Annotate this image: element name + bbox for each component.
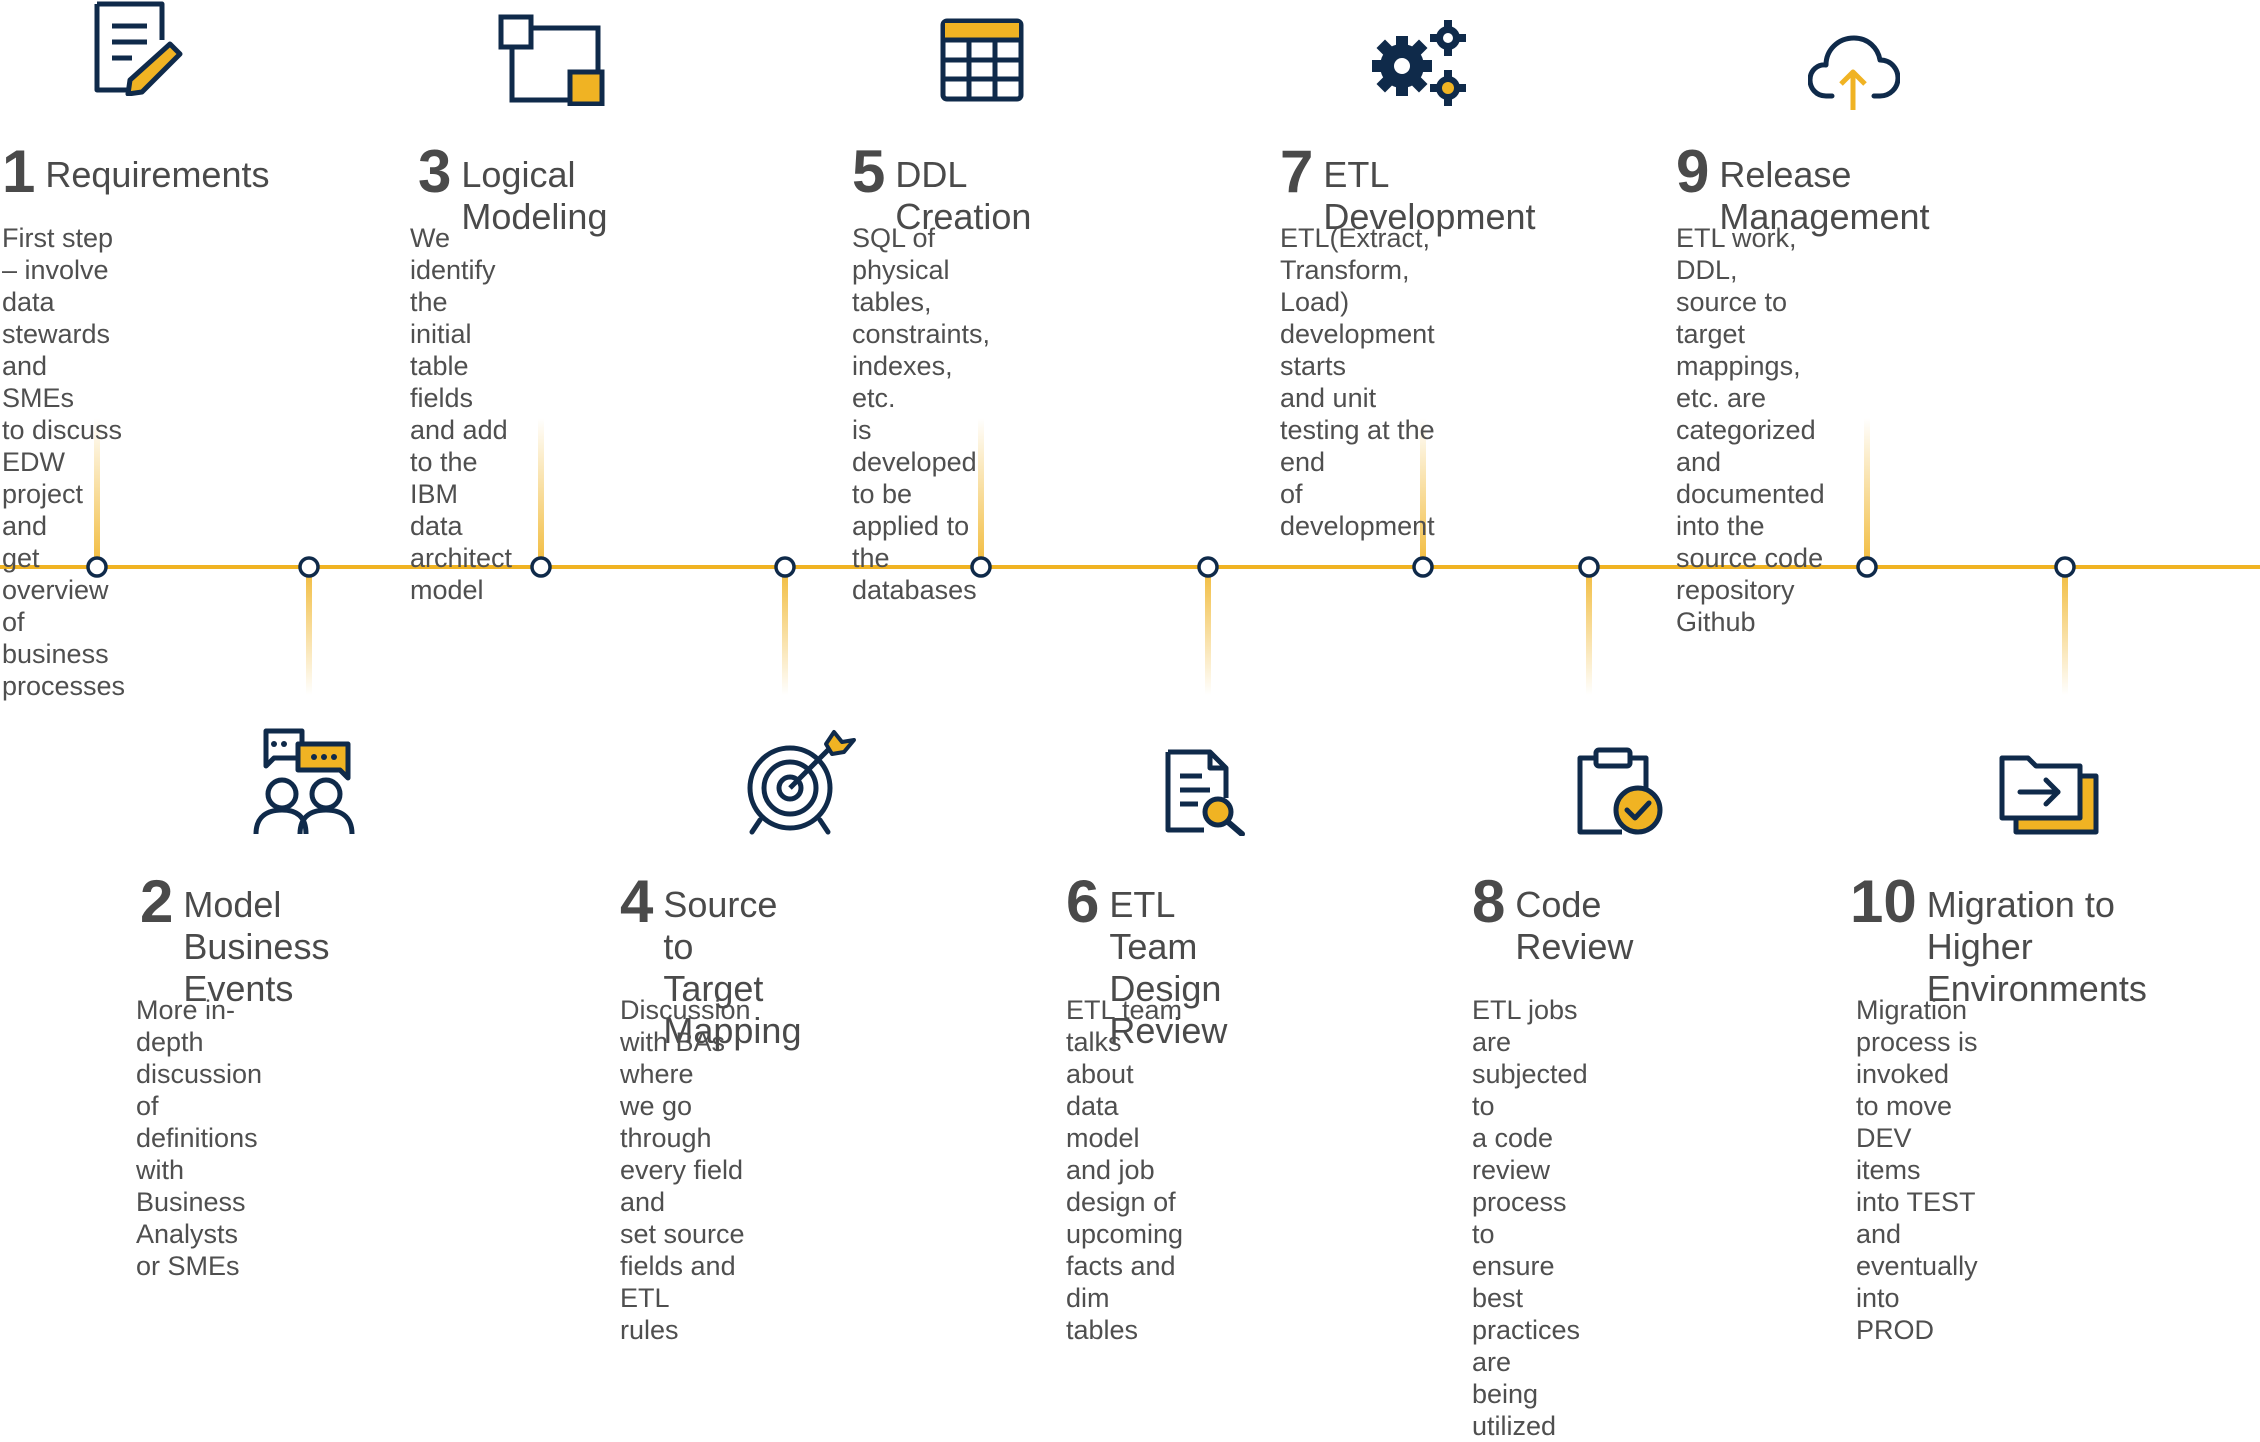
step-number: 10 <box>1850 868 1917 935</box>
folder-move-icon <box>1999 755 2099 835</box>
target-arrow-icon <box>747 730 856 835</box>
step-title: Release Management <box>1719 154 1930 237</box>
step-connector <box>1205 567 1211 695</box>
timeline-node <box>1197 556 1219 578</box>
step-number: 6 <box>1066 868 1100 935</box>
step-title: Logical Modeling <box>461 154 608 237</box>
step-title: Source to Target Mapping <box>663 884 802 1051</box>
step-title: Migration to Higher Environments <box>1926 884 2147 1009</box>
cloud-upload-icon <box>1808 35 1900 110</box>
step-description: More in-depth discussion of definitions … <box>136 995 263 1281</box>
step-connector <box>538 418 544 567</box>
timeline-node <box>1412 556 1434 578</box>
step-description: SQL of physical tables, constraints, ind… <box>852 223 991 605</box>
timeline-node <box>298 556 320 578</box>
step-number: 8 <box>1472 868 1506 935</box>
timeline-node <box>970 556 992 578</box>
step-description: ETL work, DDL, source to target mappings… <box>1676 223 1825 637</box>
step-number: 3 <box>418 138 452 205</box>
step-number: 4 <box>620 868 654 935</box>
step-description: ETL team talks about data model and job … <box>1066 995 1184 1345</box>
document-edit-icon <box>94 1 183 96</box>
timeline-node <box>2054 556 2076 578</box>
step-connector <box>782 567 788 695</box>
step-description: ETL jobs are subjected to a code review … <box>1472 995 1588 1441</box>
timeline <box>0 418 2260 695</box>
step-connector <box>978 418 984 567</box>
step-title: Requirements <box>45 154 270 195</box>
step-number: 9 <box>1676 138 1710 205</box>
step-number: 7 <box>1280 138 1314 205</box>
timeline-node <box>1578 556 1600 578</box>
step-connector <box>94 418 100 567</box>
step-number: 1 <box>2 138 36 205</box>
step-description: ETL(Extract, Transform, Load) developmen… <box>1280 223 1435 541</box>
timeline-node <box>1856 556 1878 578</box>
step-title: DDL Creation <box>895 154 1032 237</box>
step-connector <box>1864 418 1870 567</box>
people-chat-icon <box>253 728 355 835</box>
step-number: 2 <box>140 868 174 935</box>
step-connector <box>1420 418 1426 567</box>
timeline-node <box>774 556 796 578</box>
step-title: ETL Team Design Review <box>1109 884 1228 1051</box>
step-number: 5 <box>852 138 886 205</box>
timeline-node <box>86 556 108 578</box>
step-title: Code Review <box>1515 884 1634 967</box>
step-connector <box>2062 567 2068 695</box>
gears-icon <box>1372 20 1466 106</box>
step-description: We identify the initial table fields and… <box>410 223 513 605</box>
step-description: First step – involve data stewards and S… <box>2 223 126 701</box>
clipboard-check-icon <box>1577 747 1663 835</box>
table-grid-icon <box>940 18 1024 102</box>
step-description: Migration process is invoked to move DEV… <box>1856 995 1978 1345</box>
step-description: Discussion with BAs where we go through … <box>620 995 751 1345</box>
step-connector <box>306 567 312 695</box>
step-connector <box>1586 567 1592 695</box>
timeline-node <box>530 556 552 578</box>
document-search-icon <box>1165 749 1245 836</box>
step-title: ETL Development <box>1323 154 1536 237</box>
step-title: Model Business Events <box>183 884 330 1009</box>
linked-boxes-icon <box>498 14 605 106</box>
